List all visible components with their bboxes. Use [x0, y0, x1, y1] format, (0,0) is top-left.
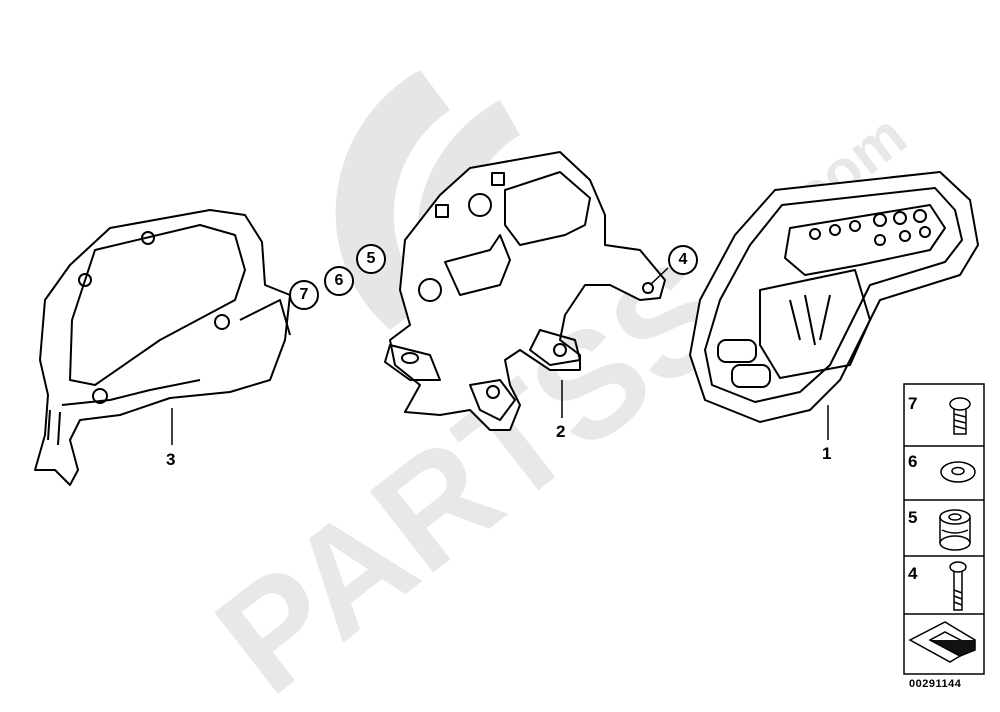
screw-icon	[949, 397, 971, 435]
legend-label-5: 5	[908, 508, 918, 527]
callout-6: 6	[324, 266, 354, 296]
instrument-cluster-part-1	[689, 171, 979, 440]
cover-part-3	[34, 209, 291, 486]
part-label-2: 2	[556, 422, 566, 441]
bracket-part-2	[384, 151, 666, 431]
callout-7: 7	[289, 280, 319, 310]
part-label-1: 1	[822, 444, 832, 463]
part-label-3: 3	[166, 450, 176, 469]
callout-5: 5	[356, 244, 386, 274]
legend-label-4: 4	[908, 564, 918, 583]
washer-icon	[940, 461, 976, 483]
grommet-icon	[939, 509, 971, 551]
direction-arrow-icon	[908, 621, 977, 663]
diagram-id: 00291144	[909, 678, 962, 690]
bolt-icon	[949, 561, 967, 611]
legend-label-7: 7	[908, 394, 918, 413]
callout-4: 4	[668, 245, 698, 275]
legend-label-6: 6	[908, 452, 918, 471]
